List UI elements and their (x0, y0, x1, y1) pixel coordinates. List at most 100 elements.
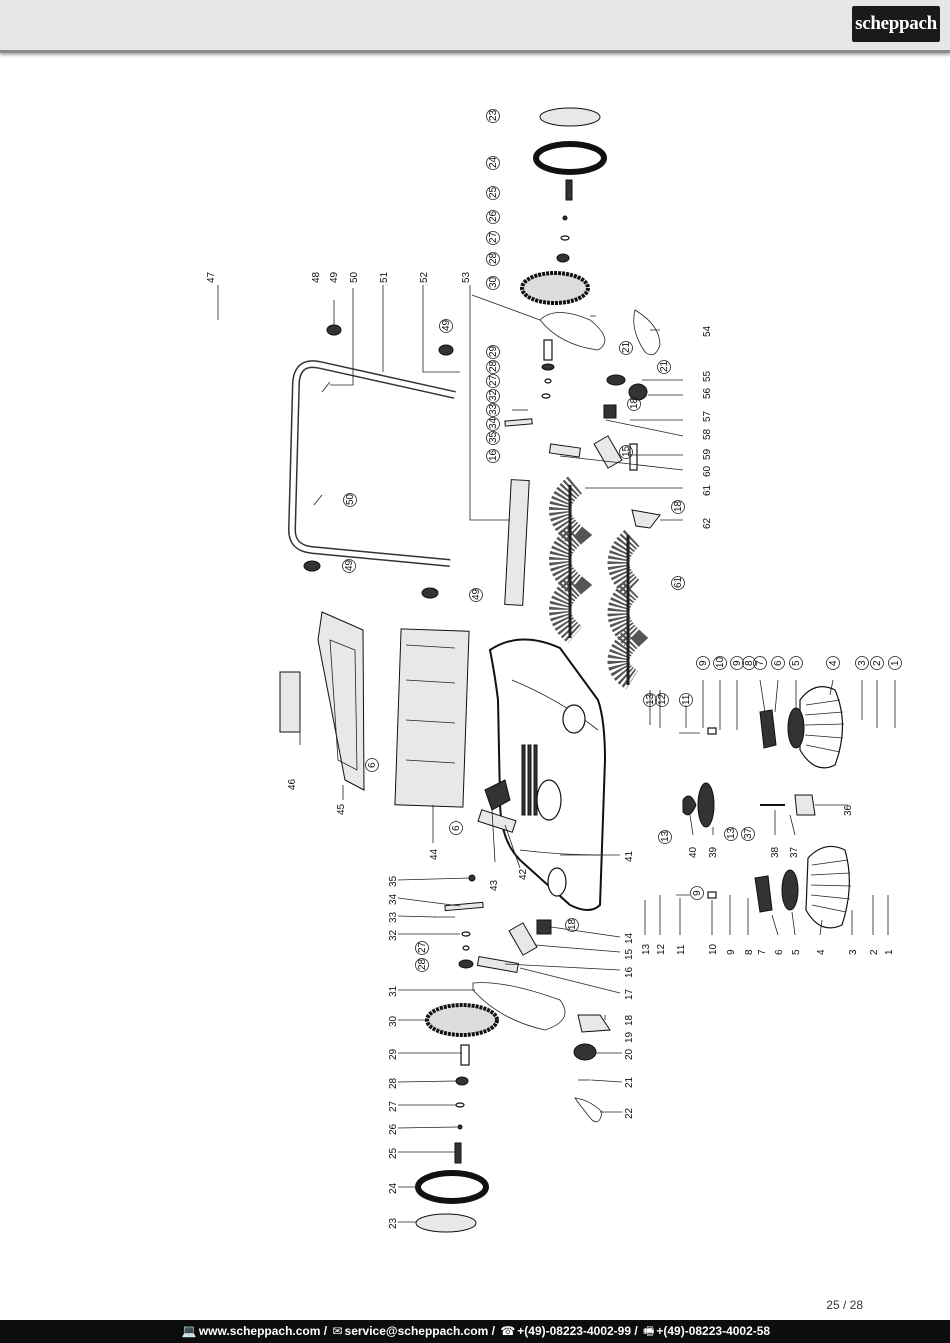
label-5: 5 (791, 949, 802, 955)
tyre-24 (415, 1170, 489, 1204)
label-2: 2 (869, 949, 880, 955)
pulley-20 (573, 1043, 597, 1061)
callout-13: 13 (643, 693, 657, 707)
callout-27: 27 (486, 231, 500, 245)
hub-7 (759, 709, 777, 749)
callout-11: 11 (679, 693, 693, 707)
label-39: 39 (708, 846, 719, 858)
callout-12: 12 (655, 693, 669, 707)
label-11: 11 (676, 944, 687, 955)
svg-text:12: 12 (657, 693, 668, 705)
svg-text:13: 13 (660, 830, 671, 842)
callout-2: 2 (870, 656, 884, 670)
callout-18: 18 (565, 918, 579, 932)
svg-text:24: 24 (488, 156, 499, 168)
belt-54 (633, 309, 661, 356)
callout-34: 34 (486, 417, 500, 431)
svg-text:30: 30 (488, 276, 499, 288)
label-6: 6 (774, 949, 785, 955)
callout-16: 16 (486, 449, 500, 463)
svg-text:10: 10 (715, 656, 726, 668)
callout-6: 6 (449, 821, 463, 835)
label-34: 34 (388, 893, 399, 905)
callout-15: 15 (619, 445, 633, 459)
label-36: 36 (843, 804, 854, 816)
callout-4: 4 (826, 656, 840, 670)
spring-40 (682, 795, 697, 816)
knob-49 (303, 560, 321, 572)
label-42: 42 (518, 868, 529, 880)
svg-text:3: 3 (857, 660, 868, 666)
callout-29: 29 (486, 345, 500, 359)
callout-5: 5 (789, 656, 803, 670)
callout-50: 50 (343, 493, 357, 507)
callout-24: 24 (486, 156, 500, 170)
side-brush-4 (799, 686, 845, 769)
callout-3: 3 (855, 656, 869, 670)
washer-26 (457, 1124, 463, 1130)
svg-text:8: 8 (744, 660, 755, 666)
knob-49 (438, 344, 454, 356)
label-26: 26 (388, 1123, 399, 1135)
svg-text:13: 13 (726, 827, 737, 839)
hubcap-23 (415, 1213, 477, 1233)
callout-27: 27 (486, 374, 500, 388)
callout-49: 49 (439, 319, 453, 333)
callout-28: 28 (415, 958, 429, 972)
knob-49 (326, 324, 342, 336)
bolt-25 (454, 1142, 462, 1164)
bracket-42 (477, 809, 517, 833)
svg-text:27: 27 (488, 231, 499, 243)
belt-53 (539, 312, 606, 351)
label-20: 20 (624, 1048, 635, 1060)
label-52: 52 (419, 271, 430, 283)
label-18: 18 (624, 1014, 635, 1026)
scheppach-logo: scheppach (852, 6, 940, 42)
callout-25: 25 (486, 186, 500, 200)
label-21: 21 (624, 1076, 635, 1088)
side-brush-holder-52 (504, 479, 530, 606)
callout-26: 26 (486, 210, 500, 224)
website-link[interactable]: www.scheppach.com (198, 1324, 321, 1338)
hub-7 (754, 875, 773, 913)
svg-text:29: 29 (488, 345, 499, 357)
lever-43 (484, 779, 511, 811)
svg-text:2: 2 (872, 660, 883, 666)
plate-34 (504, 418, 533, 427)
svg-text:34: 34 (488, 417, 499, 429)
belt-31 (472, 982, 566, 1031)
callout-9: 9 (696, 656, 710, 670)
callout-13: 13 (658, 830, 672, 844)
callout-18: 18 (627, 397, 641, 411)
svg-text:49: 49 (471, 588, 482, 600)
label-17: 17 (624, 988, 635, 1000)
callout-8: 8 (742, 656, 756, 670)
svg-text:15: 15 (621, 445, 632, 457)
svg-text:21: 21 (621, 341, 632, 353)
label-44: 44 (429, 848, 440, 860)
wheel-30 (425, 1003, 499, 1037)
callout-9: 9 (690, 886, 704, 900)
page-footer: 💻www.scheppach.com / ✉service@scheppach.… (0, 1320, 950, 1343)
svg-text:6: 6 (367, 762, 378, 768)
pulley-55 (628, 383, 648, 401)
svg-text:18: 18 (567, 918, 578, 930)
svg-text:27: 27 (417, 941, 428, 953)
housing-hole (562, 704, 586, 734)
label-40: 40 (688, 846, 699, 858)
washer-27 (544, 378, 552, 384)
label-60: 60 (702, 465, 713, 477)
label-29: 29 (388, 1048, 399, 1060)
svg-text:28: 28 (488, 360, 499, 372)
label-53: 53 (461, 271, 472, 283)
phone-number: +(49)-08223-4002-99 (517, 1324, 632, 1338)
svg-text:9: 9 (732, 660, 743, 666)
callout-7: 7 (753, 656, 767, 670)
callout-18: 18 (671, 500, 685, 514)
tyre-24 (533, 141, 607, 175)
callout-49: 49 (469, 588, 483, 602)
housing-hole (547, 867, 567, 897)
email-link[interactable]: service@scheppach.com (344, 1324, 489, 1338)
svg-text:61: 61 (673, 576, 684, 588)
label-22: 22 (624, 1107, 635, 1119)
